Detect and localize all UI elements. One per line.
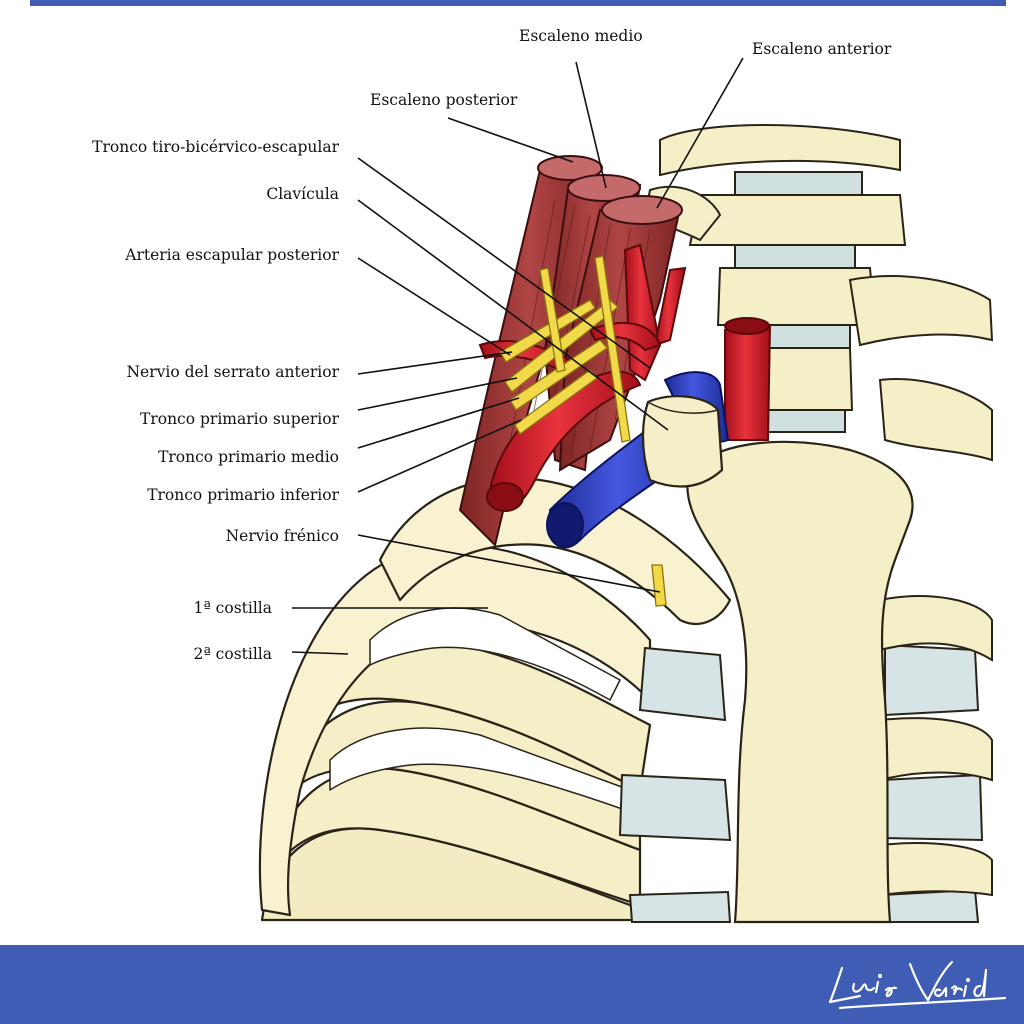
label-escaleno-anterior: Escaleno anterior xyxy=(752,40,892,58)
label-arteria-escapular: Arteria escapular posterior xyxy=(125,246,339,264)
nervio-serrato-nerve xyxy=(499,299,596,363)
cartilage-left-2 xyxy=(618,773,732,842)
cartilage-left-3 xyxy=(628,890,732,923)
cartilage-right-1 xyxy=(884,643,980,717)
leader-clavicula xyxy=(357,199,669,431)
escaleno-medio-top xyxy=(567,174,641,202)
leader-costilla-2 xyxy=(291,651,349,655)
label-tronco-tiro: Tronco tiro-bicérvico-escapular xyxy=(92,138,339,156)
leader-arteria-escapular xyxy=(357,257,511,356)
top-brand-bar xyxy=(30,0,1006,6)
tronco-medio-nerve xyxy=(509,339,608,411)
transverse-process-right xyxy=(848,275,994,347)
label-costilla-1: 1ª costilla xyxy=(193,599,272,617)
vertebra-1 xyxy=(659,124,901,177)
disc-1 xyxy=(734,171,863,196)
signature-icon xyxy=(828,960,1007,1010)
label-escaleno-posterior: Escaleno posterior xyxy=(370,91,518,109)
clavicula-bone xyxy=(641,395,724,488)
leader-tronco-superior xyxy=(357,377,518,411)
right-ribs xyxy=(879,595,993,897)
disc-2 xyxy=(734,244,856,269)
rib-gap-shadow xyxy=(369,607,621,701)
label-tronco-inferior: Tronco primario inferior xyxy=(147,486,339,504)
label-nervio-serrato: Nervio del serrato anterior xyxy=(126,363,339,381)
sternum xyxy=(686,440,914,924)
escaleno-anterior-top xyxy=(601,195,683,225)
rib-second xyxy=(258,544,652,917)
label-tronco-medio: Tronco primario medio xyxy=(158,448,339,466)
label-tronco-superior: Tronco primario superior xyxy=(140,410,339,428)
tronco-tiro-branch xyxy=(653,266,687,347)
label-nervio-frenico: Nervio frénico xyxy=(225,527,339,545)
vertebral-column xyxy=(643,124,994,462)
cartilage-left-1 xyxy=(638,646,727,722)
cartilage-right-3 xyxy=(881,888,980,923)
costal-cartilages xyxy=(618,643,984,923)
subclavian-artery-end xyxy=(486,482,524,512)
label-costilla-2: 2ª costilla xyxy=(193,645,272,663)
leader-escaleno-medio xyxy=(575,61,607,189)
rib-head-right xyxy=(878,378,993,462)
leader-escaleno-anterior xyxy=(656,57,744,209)
aortic-trunk xyxy=(724,323,772,441)
label-escaleno-medio: Escaleno medio xyxy=(519,27,643,45)
nervio-frenico-nerve xyxy=(651,564,667,607)
leader-nervio-serrato xyxy=(357,351,513,375)
leader-nervio-frenico xyxy=(357,534,661,593)
leader-tronco-inferior xyxy=(357,419,522,493)
leader-escaleno-posterior xyxy=(447,117,574,163)
leader-lines xyxy=(291,57,744,655)
vertebra-2 xyxy=(688,194,907,246)
label-clavicula: Clavícula xyxy=(266,185,339,203)
cartilage-right-2 xyxy=(881,773,984,842)
vertebra-3 xyxy=(716,267,877,326)
subclavian-vein-end xyxy=(546,502,584,548)
rib-gap-shadow-2 xyxy=(329,727,631,811)
leader-tronco-tiro xyxy=(357,157,651,369)
leader-tronco-medio xyxy=(357,397,520,449)
